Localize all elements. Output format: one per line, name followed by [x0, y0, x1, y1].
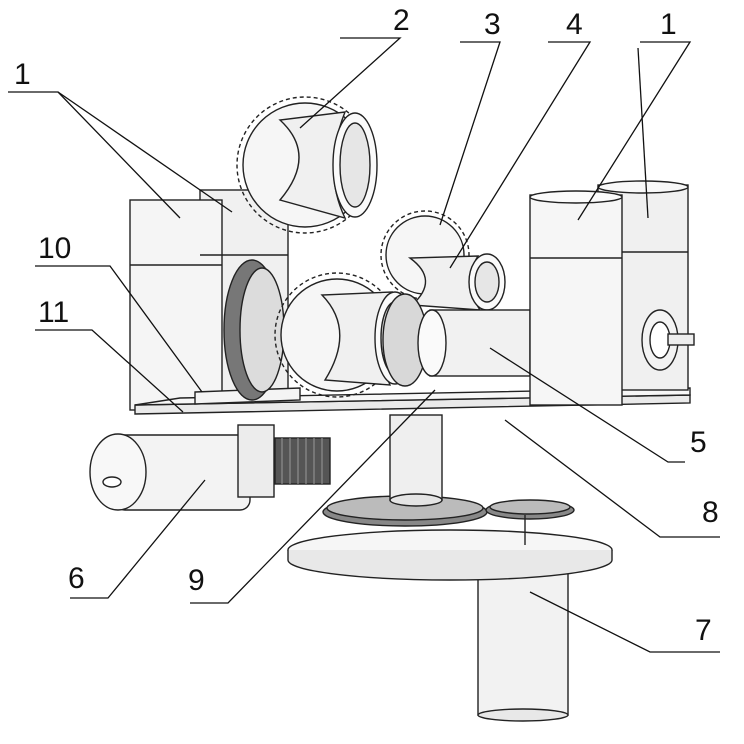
leader-1-right-a [577, 41, 692, 221]
part-labels: 1 2 3 4 1 10 11 5 8 6 9 7 [14, 4, 719, 647]
large-roller [278, 111, 378, 220]
leader-8 [504, 419, 720, 538]
label-2: 2 [393, 4, 410, 37]
leader-lines [8, 37, 720, 653]
label-9: 9 [188, 564, 205, 597]
leader-9 [190, 389, 436, 604]
right-motor-pair [529, 180, 695, 406]
leader-10 [35, 265, 203, 393]
leader-1-left-a [8, 91, 181, 219]
leader-4 [449, 41, 592, 269]
label-1-left: 1 [14, 58, 31, 91]
label-5: 5 [690, 426, 707, 459]
small-roller [407, 253, 506, 311]
left-worm-wheel [223, 259, 285, 401]
side-worm-threads [281, 438, 323, 484]
leader-1-left-b [57, 91, 233, 213]
leader-1-right-b [637, 47, 649, 219]
label-1-right: 1 [660, 8, 677, 41]
lower-plate [287, 529, 613, 581]
pinch-cylinder [382, 293, 531, 387]
label-3: 3 [484, 8, 501, 41]
leader-11 [35, 329, 184, 413]
label-8: 8 [702, 496, 719, 529]
lower-gear-pair [322, 495, 575, 545]
leader-5 [489, 347, 685, 463]
central-post [389, 414, 443, 507]
leader-3 [439, 41, 501, 226]
leader-7 [529, 591, 720, 653]
side-motor [89, 424, 331, 511]
label-11: 11 [38, 296, 69, 329]
label-7: 7 [695, 614, 712, 647]
label-10: 10 [38, 232, 71, 265]
leader-2 [299, 37, 402, 129]
leader-6 [70, 479, 206, 599]
label-6: 6 [68, 562, 85, 595]
label-4: 4 [566, 8, 583, 41]
